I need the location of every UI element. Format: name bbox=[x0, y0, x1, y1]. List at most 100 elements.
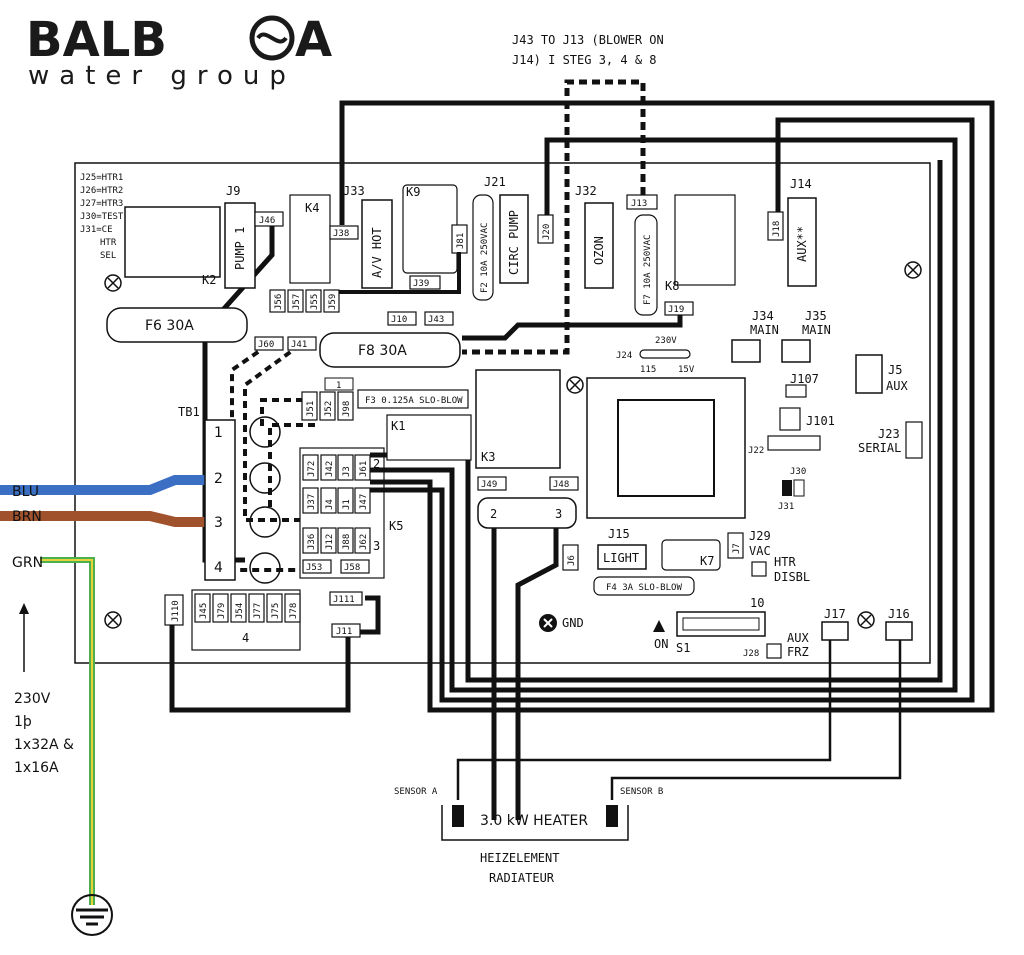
connector-j18: J18 bbox=[772, 221, 782, 237]
connector-j29-vac: VAC bbox=[749, 544, 771, 558]
tb1-terminal-1: 1 bbox=[214, 425, 223, 441]
connector-j35-main: MAIN bbox=[802, 323, 831, 337]
connector-j43: J43 bbox=[428, 315, 444, 325]
dip-switch-s1[interactable] bbox=[676, 611, 766, 637]
connector-j81: J81 bbox=[456, 233, 466, 249]
connector-j55: J55 bbox=[310, 294, 320, 310]
htr-disbl-label-1: HTR bbox=[774, 555, 796, 569]
connector-j75: J75 bbox=[271, 603, 281, 619]
fuse-f7: F7 10A 250VAC bbox=[643, 235, 653, 305]
power-arrow-icon bbox=[19, 603, 29, 672]
legend-line: J25=HTR1 bbox=[80, 173, 123, 183]
connector-j57: J57 bbox=[292, 294, 302, 310]
balboa-logo: BALB A water group bbox=[26, 12, 332, 91]
legend-line: J31=CE bbox=[80, 225, 113, 235]
aux-frz-label-2: FRZ bbox=[787, 645, 809, 659]
legend-line: J26=HTR2 bbox=[80, 186, 123, 196]
legend-line: SEL bbox=[100, 251, 116, 261]
jumper-j24-115: 115 bbox=[640, 365, 656, 375]
control-board bbox=[74, 162, 931, 664]
connector-j46: J46 bbox=[259, 216, 275, 226]
light-label: LIGHT bbox=[603, 551, 639, 565]
gnd-label: GND bbox=[562, 616, 584, 630]
connector-j19: J19 bbox=[668, 305, 684, 315]
connector-j21: J21 bbox=[484, 175, 506, 189]
power-circuit-2: 1x16A bbox=[14, 760, 59, 776]
connector-j45: J45 bbox=[199, 603, 209, 619]
jumper-j24: J24 bbox=[616, 351, 632, 361]
on-arrow-icon bbox=[653, 620, 665, 632]
connector-j17: J17 bbox=[824, 607, 846, 621]
connector-j29: J29 bbox=[749, 529, 771, 543]
connector-group-4: 4 bbox=[242, 631, 249, 645]
connector-j54: J54 bbox=[235, 603, 245, 619]
switch-s1-label: S1 bbox=[676, 641, 690, 655]
connector-j37: J37 bbox=[307, 494, 317, 510]
brand-name-right: A bbox=[295, 12, 332, 68]
sensor-a-label: SENSOR A bbox=[394, 787, 438, 797]
connector-j23-serial: SERIAL bbox=[858, 441, 901, 455]
connector-j72: J72 bbox=[307, 461, 317, 477]
brand-tagline: water group bbox=[28, 61, 296, 91]
heater-terminal-2: 2 bbox=[490, 507, 497, 521]
connector-j13: J13 bbox=[631, 199, 647, 209]
connector-j1: J1 bbox=[342, 499, 352, 510]
connector-j23: J23 bbox=[878, 427, 900, 441]
htr-disbl-label-2: DISBL bbox=[774, 570, 810, 584]
connector-j62: J62 bbox=[359, 534, 369, 550]
connector-j61: J61 bbox=[359, 461, 369, 477]
heater-caption-2: RADIATEUR bbox=[489, 871, 555, 885]
brand-logo-icon bbox=[249, 15, 295, 61]
pump1-label: PUMP 1 bbox=[233, 227, 247, 270]
connector-j51: J51 bbox=[306, 401, 316, 417]
connector-j88: J88 bbox=[342, 534, 352, 550]
connector-j110: J110 bbox=[171, 600, 181, 622]
connector-j39: J39 bbox=[413, 279, 429, 289]
connector-j53: J53 bbox=[306, 563, 322, 573]
connector-j9: J9 bbox=[226, 184, 240, 198]
connector-j98: J98 bbox=[342, 401, 352, 417]
tb1-terminal-2: 2 bbox=[214, 471, 223, 487]
terminal-block-tb1: TB1 bbox=[178, 405, 200, 419]
tb1-terminal-4: 4 bbox=[214, 560, 223, 576]
connector-j41: J41 bbox=[291, 340, 307, 350]
connector-j32: J32 bbox=[575, 184, 597, 198]
legend: J25=HTR1 J26=HTR2 J27=HTR3 J30=TEST J31=… bbox=[80, 173, 124, 261]
connector-j58: J58 bbox=[344, 563, 360, 573]
connector-j33: J33 bbox=[343, 184, 365, 198]
connector-j56: J56 bbox=[274, 294, 284, 310]
fuse-f3: F3 0.125A SLO-BLOW bbox=[365, 396, 463, 406]
connector-j77: J77 bbox=[253, 603, 263, 619]
connector-j34-main: MAIN bbox=[750, 323, 779, 337]
ground-icon bbox=[71, 894, 113, 936]
fuse-f4: F4 3A SLO-BLOW bbox=[606, 583, 682, 593]
note-line-1: J43 TO J13 (BLOWER ON bbox=[512, 33, 664, 47]
jumper-j30: J30 bbox=[790, 467, 806, 477]
connector-j7: J7 bbox=[732, 543, 742, 554]
note-line-2: J14) I STEG 3, 4 & 8 bbox=[512, 53, 657, 67]
wire-label-brn: BRN bbox=[12, 509, 42, 525]
wire-label-grn: GRN bbox=[12, 555, 43, 571]
legend-line: J30=TEST bbox=[80, 212, 124, 222]
tb1-terminal-3: 3 bbox=[214, 515, 223, 531]
aux-frz-label-1: AUX bbox=[787, 631, 809, 645]
connector-j16: J16 bbox=[888, 607, 910, 621]
connector-j28: J28 bbox=[743, 649, 759, 659]
connector-j10: J10 bbox=[391, 315, 407, 325]
heater-element bbox=[441, 805, 629, 841]
circ-pump-label: CIRC PUMP bbox=[507, 210, 521, 275]
connector-j5-aux: AUX bbox=[886, 379, 908, 393]
connector-j79: J79 bbox=[217, 603, 227, 619]
switch-s1-10: 10 bbox=[750, 596, 764, 610]
connector-j48: J48 bbox=[553, 480, 569, 490]
heater-caption-1: HEIZELEMENT bbox=[480, 851, 559, 865]
fuse-f8: F8 30A bbox=[358, 343, 407, 359]
connector-j101: J101 bbox=[806, 414, 835, 428]
connector-j6: J6 bbox=[567, 555, 577, 566]
relay-k9: K9 bbox=[406, 185, 420, 199]
connector-j59: J59 bbox=[328, 294, 338, 310]
wire-label-blu: BLU bbox=[12, 484, 39, 500]
ozon-label: OZON bbox=[592, 236, 606, 265]
connector-j14: J14 bbox=[790, 177, 812, 191]
